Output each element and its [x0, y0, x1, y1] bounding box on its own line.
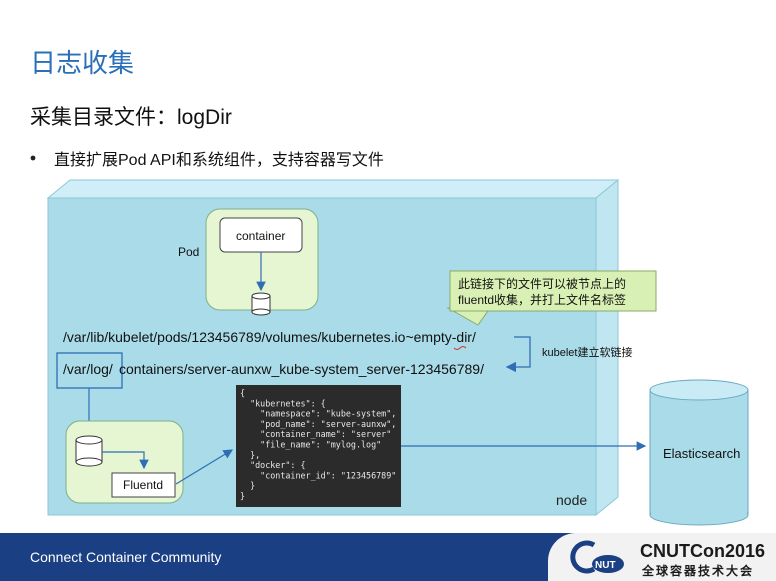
json-line: }, — [240, 450, 260, 460]
callout-box — [449, 270, 657, 312]
containers-path-prefix: /var/log/ — [63, 361, 113, 377]
slide-subtitle: 采集目录文件：logDir — [30, 106, 232, 129]
fluentd-label: Fluentd — [123, 478, 163, 492]
json-line: { — [240, 388, 245, 398]
json-line: "file_name": "mylog.log" — [240, 440, 381, 450]
fluentd-volume-cylinder — [75, 435, 103, 467]
brand-name: CNUTCon2016 — [640, 541, 766, 561]
json-line: "kubernetes": { — [240, 398, 326, 408]
json-line: "namespace": "kube-system", — [240, 409, 396, 419]
brand-subtitle: 全球容器技术大会 — [642, 564, 755, 578]
bullet-text: 直接扩展Pod API和系统组件，支持容器写文件 — [54, 151, 384, 169]
node-box-top — [46, 179, 620, 199]
fluentd-to-json-arrow — [175, 449, 234, 485]
kubelet-note: kubelet建立软链接 — [542, 345, 632, 359]
containers-path-rest: containers/server-aunxw_kube-system_serv… — [119, 361, 484, 377]
callout-line2: fluentd收集，并打上文件名标签 — [458, 292, 626, 307]
json-line: "container_id": "123456789" — [240, 470, 396, 480]
callout-line1: 此链接下的文件可以被节点上的 — [458, 276, 626, 291]
node-label: node — [556, 492, 587, 508]
svg-text:NUT: NUT — [595, 560, 616, 571]
pod-label: Pod — [178, 245, 199, 259]
elasticsearch-cylinder — [649, 379, 749, 526]
json-line: } — [240, 491, 245, 501]
volume-to-fluentd-arrow — [102, 451, 149, 470]
fluentd-box — [111, 472, 176, 498]
volume-path: /var/lib/kubelet/pods/123456789/volumes/… — [63, 329, 476, 345]
conference-brand: NUT CNUTCon2016 全球容器技术大会 — [548, 533, 776, 581]
json-record-box — [236, 385, 401, 507]
footer-text: Connect Container Community — [30, 549, 222, 565]
json-line: "container_name": "server" — [240, 429, 391, 439]
elasticsearch-label: Elasticsearch — [663, 446, 740, 461]
pod-volume-cylinder — [251, 292, 271, 316]
symlink-arrow — [505, 336, 531, 373]
slide-title: 日志收集 — [30, 48, 134, 78]
spellcheck-squiggle — [453, 346, 467, 350]
json-record-text: { "kubernetes": { "namespace": "kube-sys… — [240, 388, 396, 501]
json-line: "docker": { — [240, 460, 306, 470]
container-label: container — [236, 229, 285, 243]
cnut-logo-icon: NUT — [570, 540, 624, 574]
bullet-dot — [30, 155, 36, 161]
json-line: "pod_name": "server-aunxw", — [240, 419, 396, 429]
json-line: } — [240, 481, 255, 491]
